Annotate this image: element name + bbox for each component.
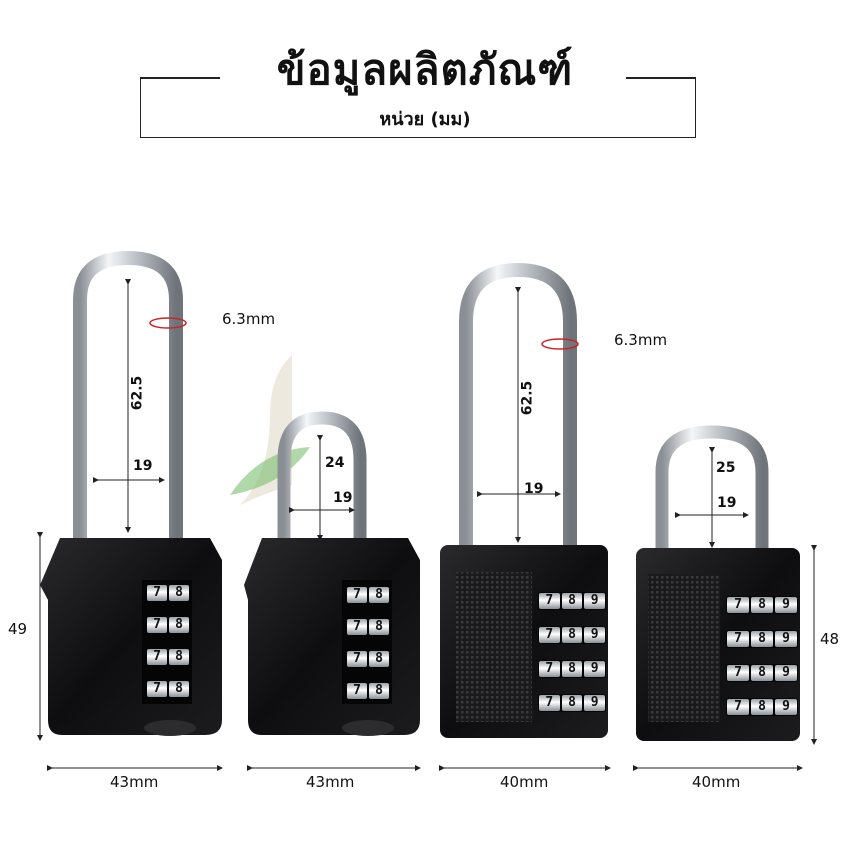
page-title: ข้อมูลผลิตภัณฑ์ (0, 40, 850, 100)
combination-digit: 8 (751, 699, 773, 715)
combination-digit: 8 (369, 619, 389, 635)
combination-digit: 8 (561, 593, 583, 609)
combination-digit: 7 (539, 661, 560, 677)
combination-digit: 7 (347, 683, 367, 699)
combination-digit: 9 (584, 695, 606, 711)
lock1-diameter-label: 6.3mm (222, 310, 276, 328)
combination-digit: 8 (561, 627, 583, 643)
dimension-lines (37, 279, 817, 771)
combination-digit: 8 (369, 651, 389, 667)
combination-digit: 7 (147, 649, 167, 665)
lock4-shackle-width-label: 19 (717, 495, 737, 511)
lock3-shackle-width-label: 19 (524, 481, 544, 497)
lock3-body-width-label: 40mm (500, 773, 549, 791)
combination-digit: 9 (775, 597, 797, 613)
combination-digit: 9 (584, 661, 606, 677)
lock2-body-width-label: 43mm (306, 773, 355, 791)
combination-digit: 7 (147, 617, 167, 633)
combination-digit: 9 (775, 631, 797, 647)
header-rule-right (626, 77, 696, 79)
lock2-shackle-height-label: 24 (325, 455, 345, 471)
header-rule-left (140, 77, 220, 79)
combination-digit: 8 (561, 661, 583, 677)
page-subtitle: หน่วย (มม) (379, 109, 471, 130)
combination-digit: 7 (347, 619, 367, 635)
combination-digit: 9 (584, 593, 606, 609)
combination-digit: 7 (727, 699, 749, 715)
combination-digit: 8 (751, 665, 773, 681)
lock3-diameter-label: 6.3mm (614, 331, 668, 349)
combination-digit: 8 (369, 587, 389, 603)
header-frame (140, 78, 696, 138)
lock1-shackle-height-label: 62.5 (129, 375, 146, 411)
combination-digit: 7 (727, 665, 749, 681)
combination-digit: 9 (584, 627, 606, 643)
combination-digit: 7 (727, 631, 749, 647)
lock2-shackle-width-label: 19 (333, 490, 353, 506)
combination-digit: 7 (539, 627, 560, 643)
combination-digit: 7 (539, 695, 560, 711)
combination-digit: 8 (169, 585, 189, 601)
combination-digit: 8 (561, 695, 583, 711)
combination-digit: 8 (169, 681, 189, 697)
lock3-shackle-height-label: 62.5 (519, 380, 536, 416)
combination-digit: 9 (775, 699, 797, 715)
diameter-arrow-icon (149, 317, 579, 350)
combination-digit: 7 (147, 681, 167, 697)
combination-digit: 9 (775, 665, 797, 681)
combination-digit: 7 (727, 597, 749, 613)
combination-digit: 8 (751, 631, 773, 647)
padlock-1 (40, 250, 222, 736)
page-title-text: ข้อมูลผลิตภัณฑ์ (262, 45, 588, 94)
combination-digit: 8 (169, 617, 189, 633)
lock1-shackle-width-label: 19 (133, 458, 153, 474)
combination-digit: 7 (147, 585, 167, 601)
lock4-body-height-label: 48 (820, 630, 840, 648)
combination-digit: 8 (369, 683, 389, 699)
padlock-4 (636, 425, 800, 741)
combination-digit: 7 (539, 593, 560, 609)
lock4-body-width-label: 40mm (692, 773, 741, 791)
lock1-body-height-label: 49 (8, 620, 28, 638)
combination-digit: 8 (169, 649, 189, 665)
combination-digit: 7 (347, 651, 367, 667)
combination-digit: 8 (751, 597, 773, 613)
combination-digit: 7 (347, 587, 367, 603)
lock1-body-width-label: 43mm (110, 773, 159, 791)
lock4-shackle-height-label: 25 (716, 460, 736, 476)
